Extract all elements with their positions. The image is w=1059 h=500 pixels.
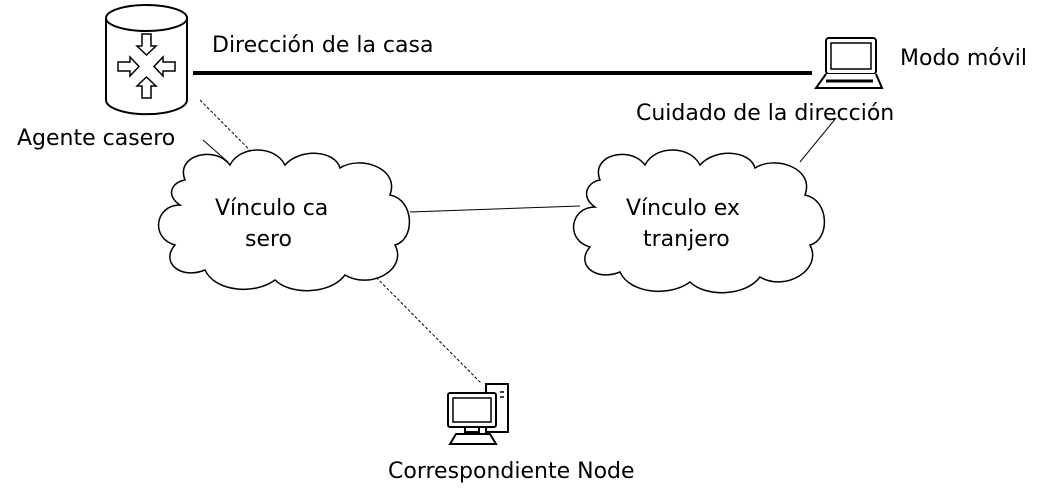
home-link-label-line2: sero xyxy=(245,227,292,252)
home-link-label-line1: Vínculo ca xyxy=(215,196,328,221)
home-agent-label: Agente casero xyxy=(17,126,175,151)
foreign-link-label-line1: Vínculo ex xyxy=(626,196,740,221)
correspondent-node-label: Correspondiente Node xyxy=(388,459,635,484)
home-address-label: Dirección de la casa xyxy=(212,33,433,58)
laptop-to-foreign-link-line xyxy=(799,117,837,163)
mobile-laptop-icon xyxy=(814,37,884,89)
foreign-link-cloud xyxy=(573,149,826,294)
home-agent-router-icon xyxy=(105,4,188,116)
foreign-link-label-line2: tranjero xyxy=(643,227,730,252)
inter-cloud-link xyxy=(409,205,581,213)
home-link-cloud xyxy=(158,149,411,292)
correspondent-node-computer-icon xyxy=(447,383,509,445)
care-of-address-label: Cuidado de la dirección xyxy=(636,101,894,126)
mobile-mode-label: Modo móvil xyxy=(900,46,1027,71)
